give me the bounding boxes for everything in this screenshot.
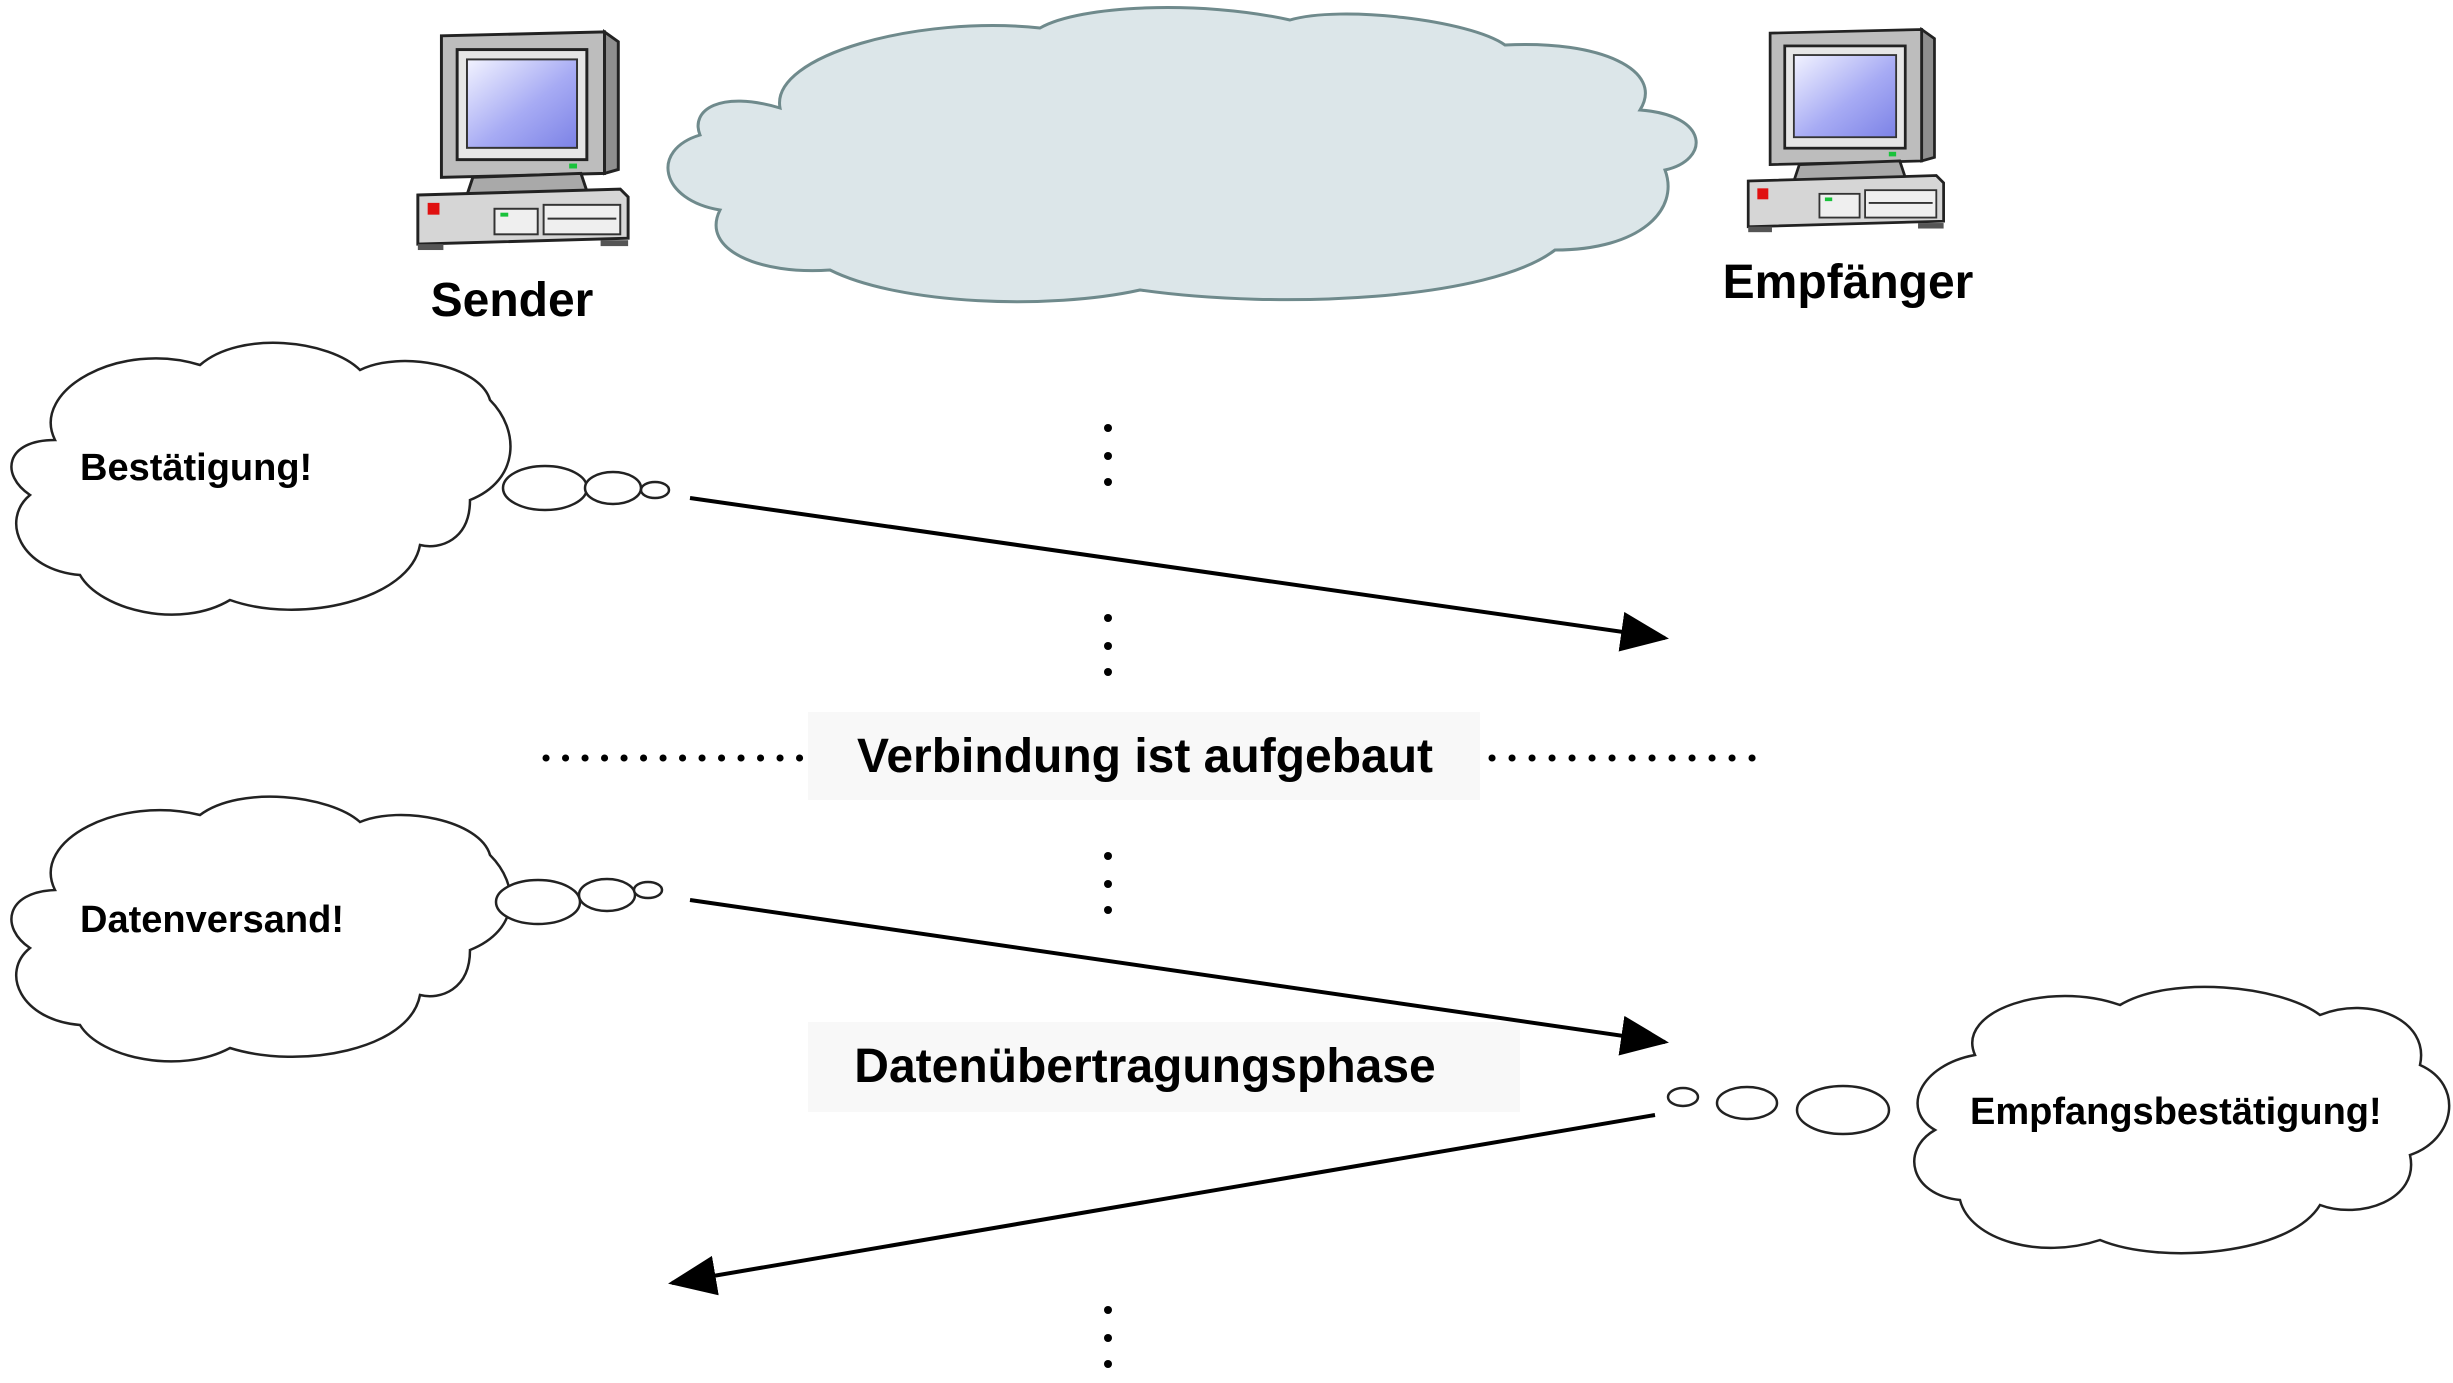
thought-bubble-receipt-confirmation: Empfangsbestätigung!	[1666, 985, 2451, 1255]
arrow-receiver-to-sender	[668, 1113, 1656, 1296]
sender-computer-icon	[416, 30, 630, 252]
arrow-sender-to-receiver-1	[689, 496, 1669, 652]
transfer-phase-label: Datenübertragungsphase	[854, 1040, 1435, 1093]
connection-label-bg	[808, 712, 1480, 800]
continuation-dots-1	[1104, 424, 1112, 486]
thought-bubble-data-send: Datenversand!	[10, 795, 664, 1063]
thought-bubble-confirmation: Bestätigung!	[10, 341, 671, 616]
continuation-dots-4	[1104, 1306, 1112, 1368]
thought-text-receipt-confirmation: Empfangsbestätigung!	[1970, 1091, 2382, 1133]
thought-text-data-send: Datenversand!	[80, 899, 344, 941]
thought-text-confirmation: Bestätigung!	[80, 447, 312, 489]
continuation-dots-2	[1104, 614, 1112, 676]
arrow-sender-to-receiver-2	[689, 898, 1669, 1056]
receiver-label: Empfänger	[1723, 256, 1974, 309]
network-cloud	[666, 6, 1698, 304]
sender-label: Sender	[431, 274, 594, 327]
receiver-computer-icon	[1746, 28, 1946, 234]
transfer-label-bg	[808, 1022, 1520, 1112]
connection-phase-label: Verbindung ist aufgebaut	[857, 730, 1433, 783]
continuation-dots-3	[1104, 852, 1112, 914]
